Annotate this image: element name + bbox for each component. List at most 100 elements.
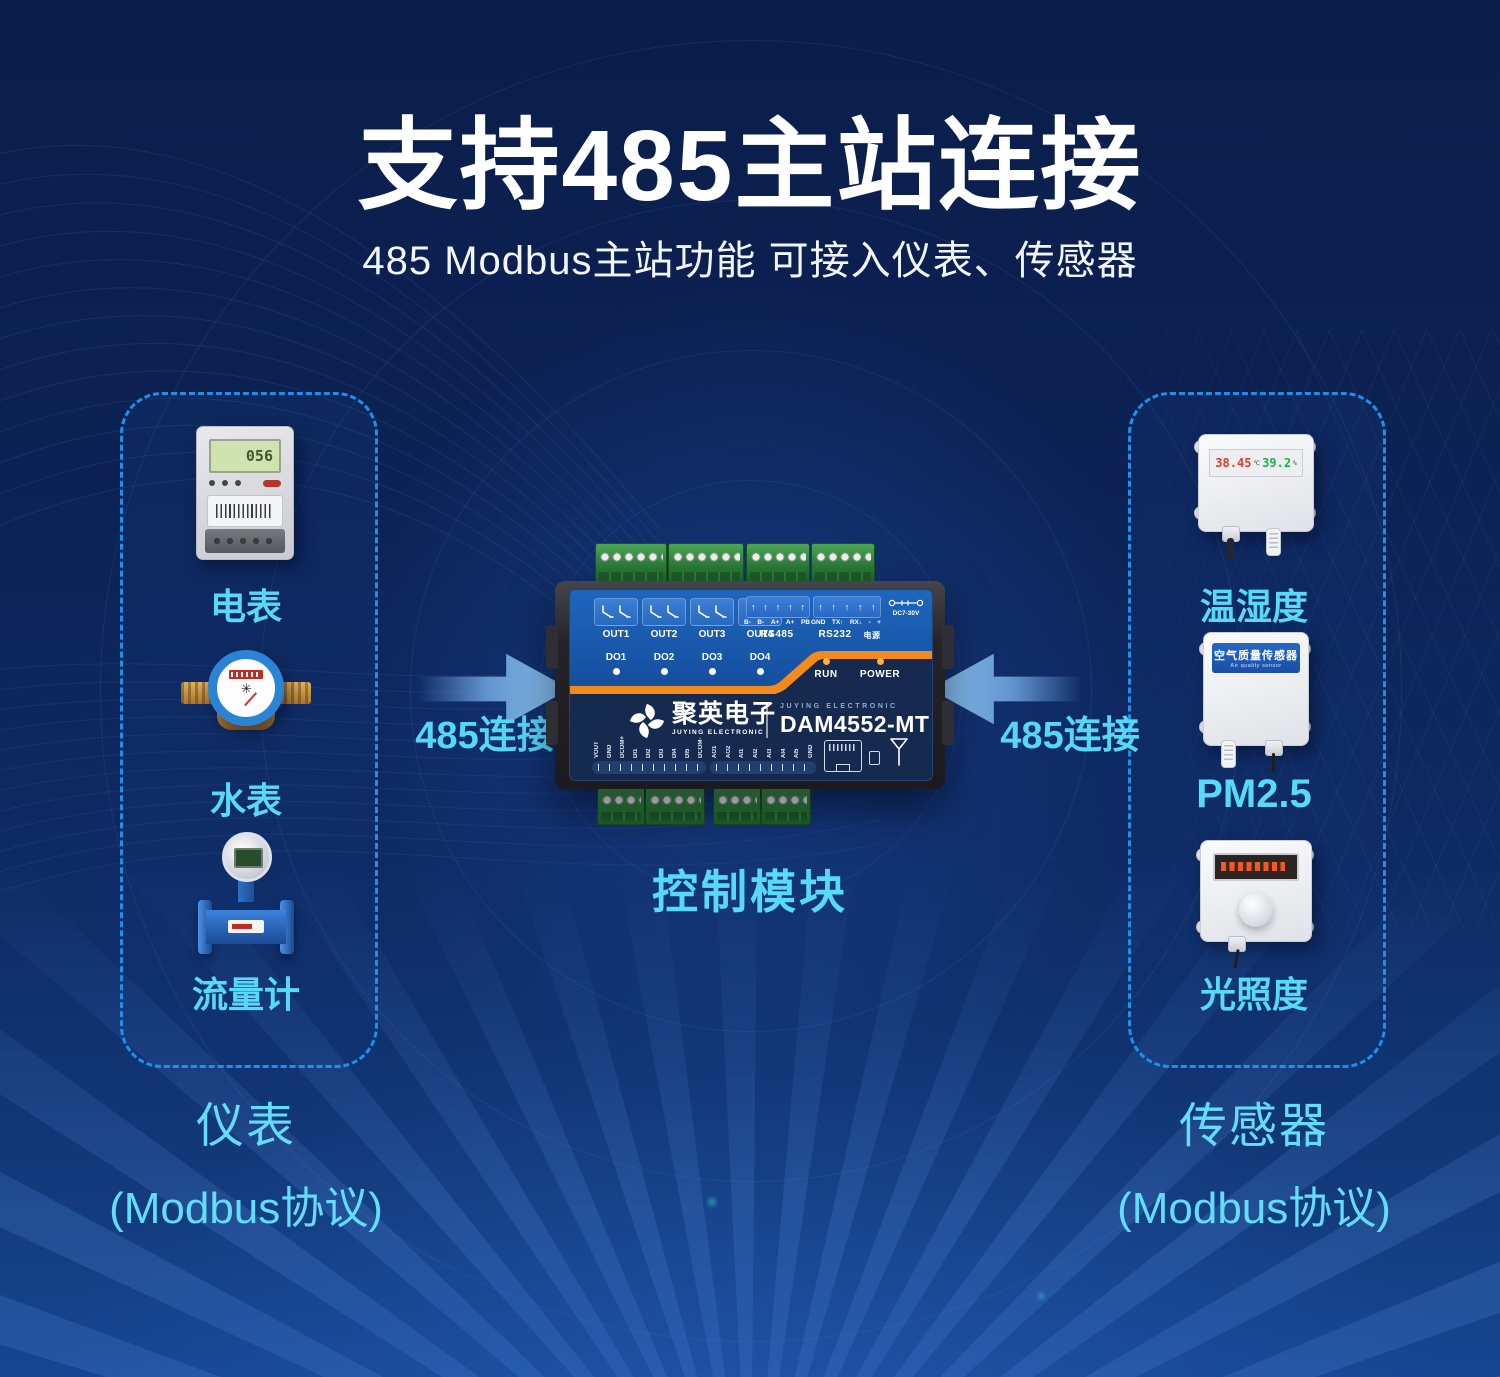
humidity-unit: % [1293, 459, 1297, 467]
temp-unit: ℃ [1253, 459, 1261, 467]
pin-label: VOUT [594, 741, 600, 758]
relay-out-unit: OUT3 [690, 598, 734, 640]
air-quality-label-en: Air quality sensor [1230, 663, 1282, 669]
page-subtitle: 485 Modbus主站功能 可接入仪表、传感器 [362, 239, 1138, 283]
pin-label: GND [811, 619, 826, 626]
run-led-unit: RUN [806, 658, 846, 680]
brand-block: 聚英电子 JUYING ELECTRONIC [672, 700, 777, 737]
do-unit: DO3 [690, 652, 734, 675]
do-led [612, 668, 620, 675]
electric-meter-lcd: 056 [209, 439, 281, 473]
device-label-electric-meter: 电表 [209, 586, 282, 627]
pin-label: RX↓ [849, 619, 863, 626]
pin-label: TX↑ [831, 619, 844, 626]
terminal-block [668, 543, 744, 585]
device-label-light: 光照度 [1199, 974, 1308, 1015]
terminal-block [597, 786, 645, 825]
relay-symbol [690, 598, 734, 626]
water-meter-illustration: ✳ [181, 648, 311, 736]
rs485-pin-labels: B-B-A+A+PB [744, 619, 810, 626]
ethernet-port-icon [824, 740, 862, 772]
pin-label: A+ [785, 619, 795, 626]
light-sensor-dome [1239, 893, 1273, 927]
sensor-body: 38.45 ℃ 39.2 % [1198, 434, 1314, 532]
relay-out-label: OUT3 [698, 629, 726, 640]
humidity-value: 39.2 [1262, 456, 1292, 470]
do-led [756, 668, 764, 675]
pin-label: DI3 [659, 748, 665, 758]
model-number: DAM4552-MT [780, 711, 930, 737]
terminal-block [811, 543, 875, 585]
run-label: RUN [814, 669, 838, 680]
terminal-block [595, 543, 667, 585]
dc-jack-icon [888, 599, 924, 607]
flow-meter-neck [238, 880, 254, 902]
antenna-icon [890, 738, 908, 766]
flow-meter-illustration [198, 832, 294, 960]
flow-meter-tag [228, 920, 264, 933]
right-footer-title: 传感器 [1178, 1100, 1329, 1153]
right-footer-subtitle: (Modbus协议) [1117, 1184, 1391, 1233]
pin-label: DCOM+ [620, 736, 626, 758]
sensor-body [1200, 840, 1312, 942]
relay-out-label: OUT1 [602, 629, 630, 640]
series-name: JUYING ELECTRONIC [780, 703, 898, 710]
left-footer: 仪表 (Modbus协议) [96, 1086, 396, 1236]
brand-name-en: JUYING ELECTRONIC [672, 729, 765, 736]
device-label-flow-meter: 流量计 [191, 974, 300, 1015]
right-footer: 传感器 (Modbus协议) [1104, 1086, 1404, 1236]
pin-label: GND [807, 744, 814, 758]
pin-label: DCOM- [698, 737, 704, 758]
right-connection-label: 485连接 [1000, 715, 1140, 757]
left-connection-label: 485连接 [415, 715, 555, 757]
relay-symbol [642, 598, 686, 626]
pin-label: B- [744, 619, 751, 626]
terminal-block [713, 786, 761, 825]
temp-humidity-display: 38.45 ℃ 39.2 % [1209, 449, 1303, 477]
filter-probe [1221, 740, 1236, 768]
water-meter-dial: ✳ [208, 650, 284, 726]
relay-out-label: OUT4 [746, 629, 774, 640]
pin-label: AI2 [753, 748, 760, 758]
pin-label: AI1 [739, 748, 746, 758]
pin-label: AO2 [725, 745, 732, 758]
device-label-water-meter: 水表 [209, 780, 282, 821]
relay-contact-icon [698, 605, 727, 618]
relay-symbol [594, 598, 638, 626]
impeller-icon: ✳ [241, 681, 252, 696]
pin-label: DI1 [633, 748, 639, 758]
light-sensor-display [1213, 853, 1299, 881]
rs232-label: RS232 [818, 629, 852, 640]
pin-label: AI5 [794, 748, 801, 758]
mount-ear [942, 701, 954, 745]
power-led [876, 658, 884, 665]
do-unit: DO1 [594, 652, 638, 675]
module-caption: 控制模块 [652, 866, 848, 918]
temp-humidity-sensor-illustration: 38.45 ℃ 39.2 % [1194, 434, 1316, 560]
page-title: 支持485主站连接 [357, 110, 1143, 222]
do-led [660, 668, 668, 675]
electric-meter-terminals [205, 529, 285, 553]
terminal-block [746, 543, 810, 585]
air-quality-sensor-illustration: 空气质量传感器 Air quality sensor [1199, 632, 1311, 778]
terminal-block [761, 786, 811, 825]
water-meter-pipe [277, 682, 311, 704]
pin-label: AI3 [766, 748, 773, 758]
relay-out-unit: OUT2 [642, 598, 686, 640]
electric-meter-illustration: 056 [196, 426, 294, 560]
pin-label: DI2 [646, 748, 652, 758]
relay-contact-icon [602, 605, 631, 618]
pin-label: DI4 [672, 748, 678, 758]
do-label: DO4 [749, 652, 771, 663]
pin-label: AI4 [780, 748, 787, 758]
light-sensor-illustration [1196, 840, 1314, 970]
dc-voltage-label: DC7-30V [892, 610, 920, 617]
brand-name-cn: 聚英电子 [672, 700, 777, 728]
relay-contact-icon [650, 605, 679, 618]
glow-dot-decoration [1035, 1290, 1047, 1302]
module-faceplate: OUT1 OUT2 OUT3 [569, 589, 933, 781]
